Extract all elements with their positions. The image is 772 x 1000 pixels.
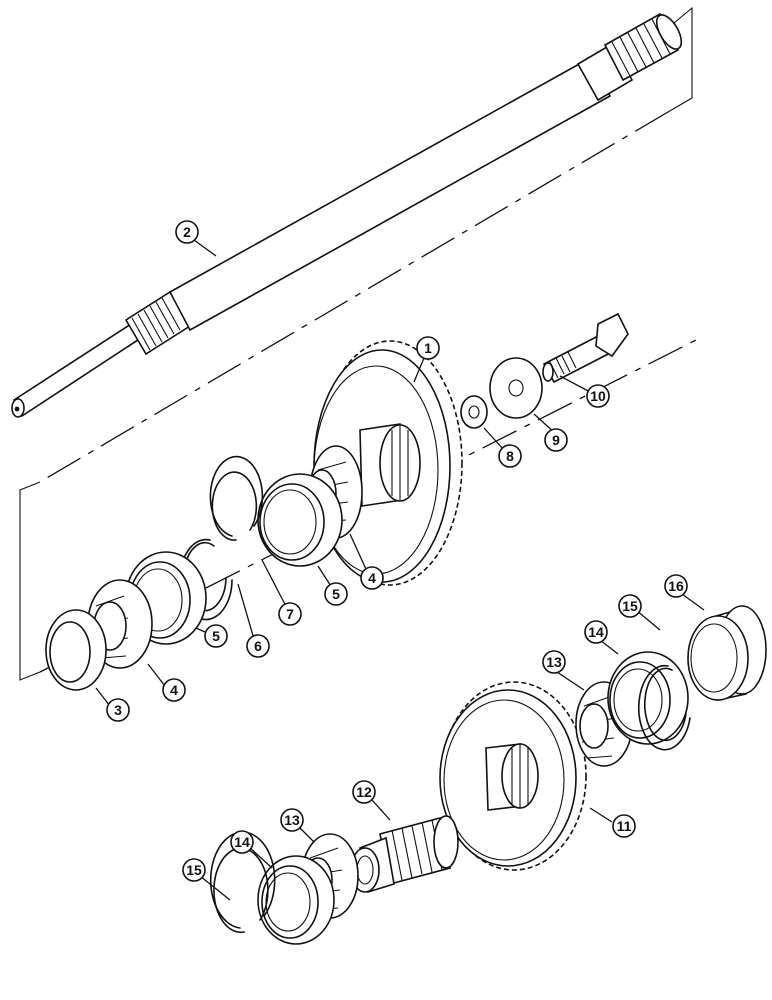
svg-text:4: 4 [170,682,178,698]
svg-text:15: 15 [186,862,202,878]
callout-9: 9 [544,428,568,452]
svg-text:5: 5 [212,628,220,644]
large-gear-11 [439,681,587,871]
svg-text:5: 5 [332,586,340,602]
svg-text:2: 2 [183,224,191,240]
svg-text:3: 3 [114,702,122,718]
callout-3: 3 [106,698,130,722]
bolt-10 [542,312,629,384]
svg-text:14: 14 [588,624,604,640]
bearing-cup-14-upper [607,651,689,745]
callout-7: 7 [278,602,302,626]
svg-text:13: 13 [546,654,562,670]
flat-washer-9 [489,357,543,419]
bearing-cup-14-lower [257,855,335,945]
bearing-cup-16 [687,605,767,701]
svg-text:9: 9 [552,432,560,448]
callout-11: 11 [612,814,636,838]
bearing-cup-5-upper [257,473,343,567]
callout-14-upper: 14 [584,620,608,644]
callout-1: 1 [416,336,440,360]
svg-text:11: 11 [617,818,632,834]
callout-4-upper: 4 [360,566,384,590]
assembly-centerlines [19,6,701,681]
callout-13-upper: 13 [542,650,566,674]
callout-12: 12 [352,780,376,804]
lock-washer-8 [460,395,488,429]
svg-text:15: 15 [622,598,638,614]
svg-text:6: 6 [254,638,262,654]
callout-5-lower: 5 [204,624,228,648]
snap-ring-7 [209,455,264,541]
svg-text:14: 14 [234,834,250,850]
callout-13-lower: 13 [280,808,304,832]
snap-ring-15-upper [638,664,691,751]
callout-8: 8 [498,444,522,468]
splined-hub-12 [350,815,459,894]
svg-text:16: 16 [668,578,684,594]
callout-15-upper: 15 [618,594,642,618]
thrust-washer-3 [45,609,107,691]
callout-16: 16 [664,574,688,598]
svg-text:4: 4 [368,570,376,586]
callout-2: 2 [175,220,199,244]
svg-text:13: 13 [284,812,300,828]
svg-text:12: 12 [356,784,372,800]
svg-text:1: 1 [424,340,432,356]
snap-ring-15-lower [209,831,276,934]
svg-text:8: 8 [506,448,514,464]
svg-text:7: 7 [286,606,294,622]
callout-15-lower: 15 [182,858,206,882]
callout-5-upper: 5 [324,582,348,606]
callout-6: 6 [246,634,270,658]
callout-14-lower: 14 [230,830,254,854]
callout-10: 10 [586,384,610,408]
callout-4-lower: 4 [162,678,186,702]
output-shaft [11,12,683,418]
svg-text:10: 10 [590,388,606,404]
